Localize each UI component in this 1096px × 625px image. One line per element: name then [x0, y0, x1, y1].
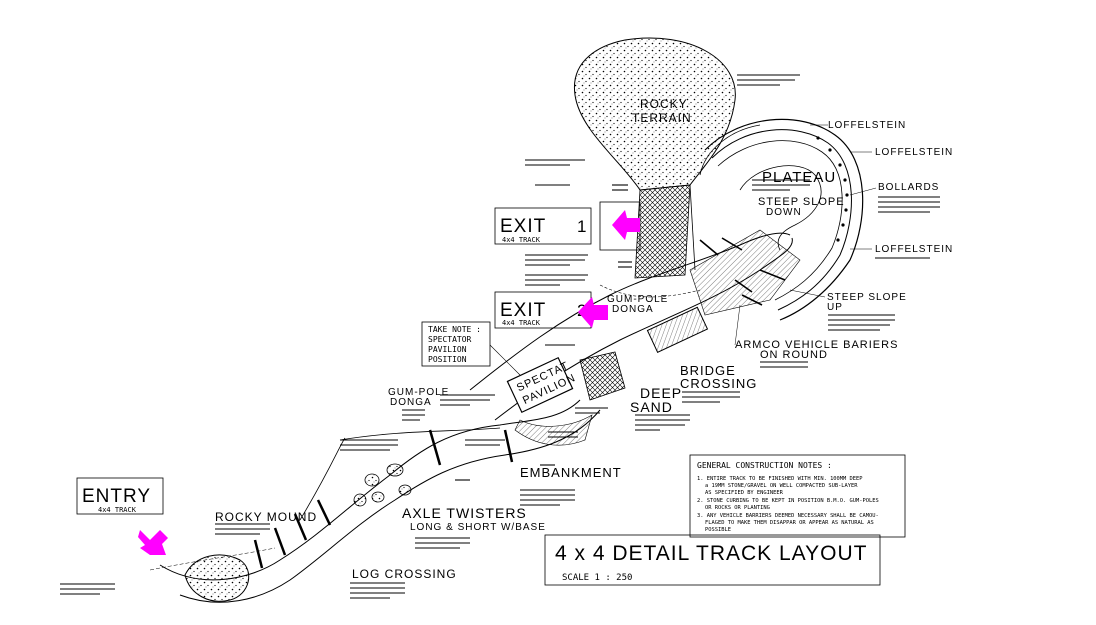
plateau-label: PLATEAU: [762, 169, 836, 186]
bridge-crossing: [646, 306, 709, 353]
bollards: [816, 136, 849, 242]
plateau-inner: [739, 165, 822, 251]
note-1a: a 19MM STONE/GRAVEL ON WELL COMPACTED SU…: [705, 483, 858, 489]
plateau-ring: [704, 118, 864, 321]
track-lower-inner: [179, 409, 601, 603]
exit1-label: EXIT: [500, 216, 546, 237]
loffelstein-label-2: LOFFELSTEIN: [875, 147, 953, 158]
axle-twisters-label-1: AXLE TWISTERS: [402, 505, 527, 521]
bridge-crossing-label-1: BRIDGE: [680, 363, 736, 378]
entry-box: [76, 477, 164, 515]
take-note-box: [421, 321, 491, 367]
gum-pole-donga-left-1: GUM-POLE: [388, 387, 449, 398]
bollards-label: BOLLARDS: [878, 182, 939, 193]
gum-pole-donga-left-2: DONGA: [390, 397, 432, 408]
fine-print-annotations: [60, 74, 940, 599]
axle-twister-mounds: [353, 463, 412, 507]
exit-arrow-icon: [612, 210, 640, 240]
deep-sand-area: [579, 351, 626, 401]
gum-pole-donga-top-1: GUM-POLE: [607, 294, 668, 305]
embankment-area: [514, 414, 593, 446]
note-3b: POSSIBLE: [705, 527, 731, 533]
rocky-terrain-label-2: TERRAIN: [632, 111, 692, 125]
note-2: 2. STONE CURBING TO BE KEPT IN POSITION …: [697, 498, 879, 504]
note-1: 1. ENTIRE TRACK TO BE FINISHED WITH MIN.…: [697, 476, 863, 482]
exit2-label: EXIT: [500, 300, 546, 321]
embankment-label: EMBANKMENT: [520, 465, 622, 480]
scale-label: SCALE 1 : 250: [562, 573, 632, 583]
entry-sub: 4x4 TRACK: [98, 506, 137, 514]
note-3a: FLAGED TO MAKE THEM DISAPPAR OR APPEAR A…: [705, 520, 874, 526]
gum-pole-donga-top-2: DONGA: [612, 304, 654, 315]
deep-sand-label-1: DEEP: [640, 385, 682, 401]
note-2a: OR ROCKS OR PLANTING: [705, 505, 770, 511]
entry-label: ENTRY: [82, 486, 151, 507]
armco-label-1: ARMCO VEHICLE BARIERS: [735, 339, 898, 351]
construction-notes-box: [689, 454, 906, 538]
armco-label-2: ON ROUND: [760, 349, 828, 361]
steep-slope-up-label-1: STEEP SLOPE: [827, 292, 907, 303]
rocky-mound-area: [184, 554, 250, 602]
rocky-terrain-cross-area: [634, 184, 691, 279]
take-note-line-3: PAVILION: [428, 345, 467, 354]
title-block: [544, 534, 881, 586]
exit2-arrow-icon: [578, 297, 608, 328]
entry-arrow-icon: [138, 530, 168, 555]
log-crossing-bars: [253, 429, 514, 569]
rocky-terrain-label-1: ROCKY: [640, 97, 688, 111]
take-note-line-2: SPECTATOR: [428, 335, 472, 344]
steep-slope-zone: [689, 229, 801, 316]
bridge-crossing-label-2: CROSSING: [680, 376, 757, 391]
axle-twisters-label-2: LONG & SHORT W/BASE: [410, 522, 546, 533]
deep-sand-label-2: SAND: [630, 399, 673, 415]
page-title: 4 x 4 DETAIL TRACK LAYOUT: [555, 542, 867, 565]
exit1-sub: 4x4 TRACK: [502, 236, 541, 244]
steep-slope-up-label-2: UP: [827, 302, 843, 313]
steep-slope-down-label-1: STEEP SLOPE: [758, 196, 845, 208]
loffelstein-label-3: LOFFELSTEIN: [875, 244, 953, 255]
notes-heading: GENERAL CONSTRUCTION NOTES :: [697, 461, 832, 470]
exit2-sub: 4x4 TRACK: [502, 319, 541, 327]
steep-slope-down-label-2: DOWN: [766, 207, 802, 218]
exit1-box: [494, 207, 592, 245]
exit1-num: 1: [577, 217, 587, 236]
loffelstein-label-1: LOFFELSTEIN: [828, 120, 906, 131]
note-1b: AS SPECIFIED BY ENGINEER: [705, 490, 784, 496]
take-note-line-4: POSITION: [428, 355, 467, 364]
rocky-mound-label: ROCKY MOUND: [215, 510, 317, 524]
spectator-pavilion: [506, 356, 574, 414]
take-note-line-1: TAKE NOTE :: [428, 325, 481, 334]
note-3: 3. ANY VEHICLE BARRIERS DEEMED NECESSARY…: [697, 513, 879, 519]
log-crossing-label: LOG CROSSING: [352, 567, 457, 581]
